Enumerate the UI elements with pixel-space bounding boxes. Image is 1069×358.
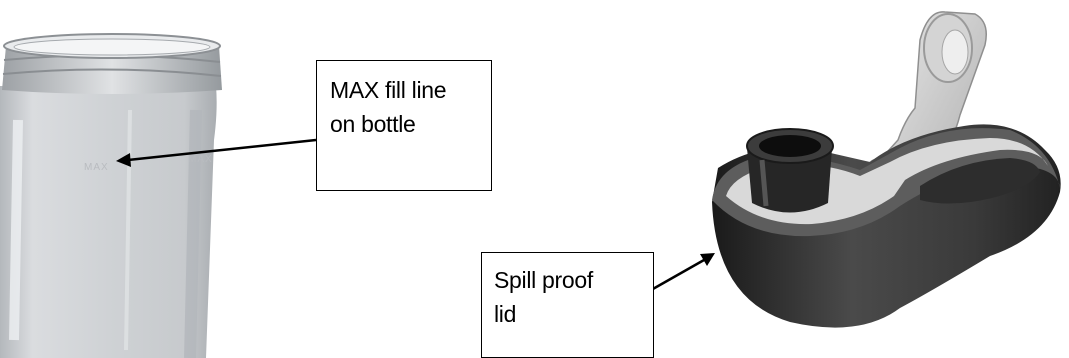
bottle-max-mark-left: MAX	[84, 162, 109, 173]
callout-spill-proof-lid-text-1: Spill proof	[494, 267, 593, 293]
bottle-body	[0, 86, 217, 358]
callout-spill-proof-lid: Spill proof lid	[481, 252, 654, 358]
flip-cap-plug-inner	[941, 29, 969, 75]
callout-max-fill-line-text-1: MAX fill line	[330, 77, 447, 103]
bottle: MAX MAX	[0, 33, 222, 358]
spill-proof-lid	[712, 11, 1061, 328]
bottle-shade	[184, 109, 202, 358]
lid-handle-opening	[920, 158, 1040, 204]
bottle-opening	[13, 38, 211, 56]
bottle-thread-line	[2, 68, 222, 77]
bottle-shine	[9, 119, 23, 341]
callout-max-fill-line-text-2: on bottle	[330, 111, 416, 137]
lid-spout	[746, 128, 834, 213]
bottle-max-mark-right: MAX	[188, 154, 213, 165]
callout-max-fill-line: MAX fill line on bottle	[316, 60, 492, 191]
bottle-shine	[124, 109, 132, 351]
arrow-to-max-line	[116, 138, 317, 167]
callout-spill-proof-lid-text-2: lid	[494, 301, 517, 327]
